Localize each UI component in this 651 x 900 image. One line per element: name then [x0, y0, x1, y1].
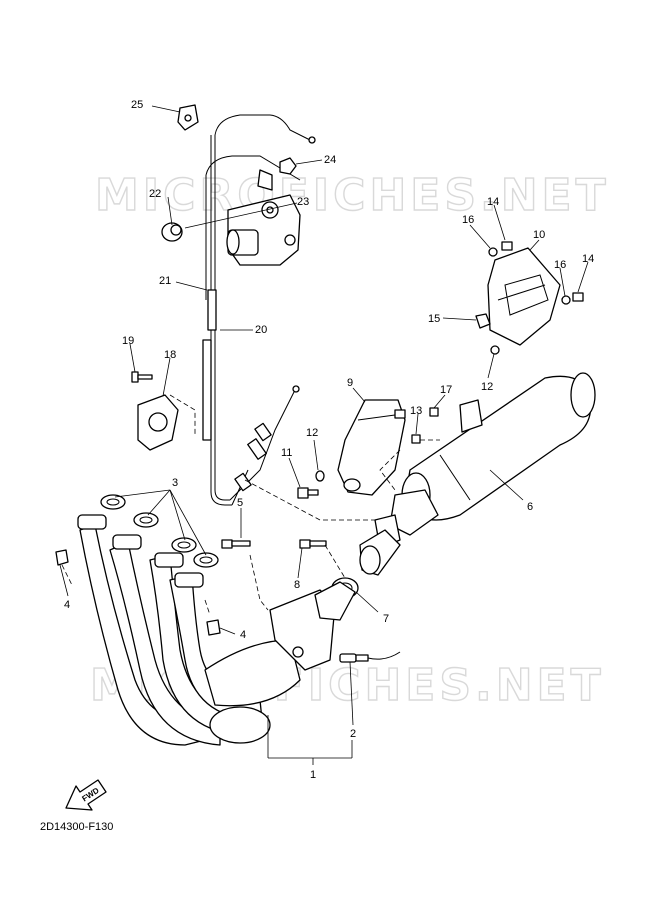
callout-24: 24 [324, 154, 336, 166]
callout-23: 23 [297, 196, 309, 208]
washer [561, 295, 571, 305]
callout-15: 15 [428, 313, 440, 325]
callout-14b: 14 [582, 253, 594, 265]
washer [488, 247, 498, 257]
forward-direction-icon: FWD [65, 779, 107, 811]
nut [279, 157, 297, 175]
callout-5: 5 [237, 497, 243, 509]
connector-pipe [359, 529, 401, 576]
callout-18: 18 [164, 349, 176, 361]
heat-shield [337, 399, 406, 496]
callout-11: 11 [281, 447, 292, 459]
exup-servo-motor [226, 169, 301, 266]
muffler-cover [487, 247, 561, 346]
throttle-cables [202, 114, 316, 506]
bolt [297, 487, 319, 499]
callout-22: 22 [149, 188, 161, 200]
nut [429, 407, 439, 417]
callout-19: 19 [122, 335, 134, 347]
callout-12b: 12 [481, 381, 493, 393]
oxygen-sensor [339, 651, 401, 663]
callout-25: 25 [131, 99, 143, 111]
leader-lines [59, 105, 589, 765]
callout-10: 10 [533, 229, 545, 241]
callout-16a: 16 [462, 214, 474, 226]
nut [55, 549, 69, 566]
muffler [374, 372, 596, 549]
exhaust-header-assembly [77, 514, 356, 746]
callout-1: 1 [310, 769, 316, 781]
bolt [221, 539, 251, 549]
callout-20: 20 [255, 324, 267, 336]
nut [206, 619, 221, 636]
bolt [299, 539, 327, 549]
callout-4a: 4 [64, 599, 70, 611]
washer [490, 345, 500, 355]
bolt [501, 241, 513, 251]
callout-2: 2 [350, 728, 356, 740]
callout-13: 13 [410, 405, 422, 417]
exhaust-gaskets [100, 494, 219, 568]
clip-bracket [177, 104, 199, 131]
callout-17: 17 [440, 384, 452, 396]
callout-12a: 12 [306, 427, 318, 439]
watermark-top: MICROFICHES.NET [95, 170, 610, 221]
callout-7: 7 [383, 613, 389, 625]
cable-sleeve [202, 339, 212, 441]
nut [475, 313, 491, 329]
bolt [572, 292, 584, 302]
clip [411, 434, 421, 444]
callout-9: 9 [347, 377, 353, 389]
diagram-code: 2D14300-F130 [40, 821, 113, 833]
callout-14a: 14 [487, 196, 499, 208]
callout-16b: 16 [554, 259, 566, 271]
bracket [137, 394, 179, 451]
callouts: 25 24 22 23 21 20 19 18 9 17 13 12 11 6 … [64, 99, 594, 781]
callout-4b: 4 [240, 629, 246, 641]
grommet [161, 222, 183, 242]
callout-3: 3 [172, 477, 178, 489]
cable-sleeve [207, 289, 217, 331]
callout-21: 21 [159, 275, 171, 287]
callout-6: 6 [527, 501, 533, 513]
bolt [131, 371, 153, 383]
washer [315, 470, 325, 482]
callout-8: 8 [294, 579, 300, 591]
assembly-lines [61, 394, 440, 616]
